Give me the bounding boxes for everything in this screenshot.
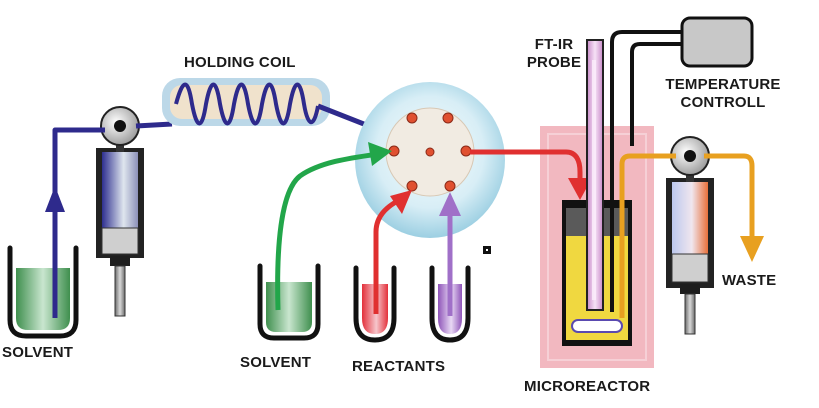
purple-tube-glass bbox=[429, 265, 471, 343]
holding-coil-label: HOLDING COIL bbox=[184, 54, 296, 71]
valve-port-4 bbox=[460, 145, 472, 157]
waste-flow-arrow bbox=[740, 236, 764, 262]
valve-port-2 bbox=[442, 112, 454, 124]
center-solvent-label: SOLVENT bbox=[240, 354, 312, 371]
valve-to-reactor-line bbox=[470, 149, 583, 186]
waste-label: WASTE bbox=[722, 272, 777, 289]
left-pump-inlet-line bbox=[52, 127, 105, 318]
temperature-control-label: TEMPERATURE CONTROLL bbox=[656, 76, 790, 112]
center-beaker-glass bbox=[257, 263, 321, 341]
right-pump-barrel bbox=[672, 182, 708, 254]
holding-coil bbox=[162, 78, 330, 126]
temperature-controller-box bbox=[680, 16, 754, 68]
left-pump-plunger bbox=[114, 265, 126, 317]
left-pump-barrel bbox=[102, 152, 138, 228]
coil-tube bbox=[174, 82, 320, 126]
purple-flow-arrow bbox=[439, 192, 461, 216]
ftir-probe-label-line1: FT-IR bbox=[534, 36, 574, 53]
valve-port-1 bbox=[406, 112, 418, 124]
valve-port-5 bbox=[406, 180, 418, 192]
left-flow-arrow bbox=[45, 186, 65, 212]
ftir-probe-label-line2: PROBE bbox=[526, 54, 582, 71]
right-syringe-pump bbox=[666, 136, 714, 335]
center-solvent-beaker bbox=[257, 263, 321, 341]
left-solvent-beaker bbox=[7, 245, 79, 339]
stir-bar bbox=[571, 319, 623, 333]
solvent-flow-arrow bbox=[368, 142, 392, 166]
reactants-label: REACTANTS bbox=[352, 358, 446, 375]
red-tube-glass bbox=[353, 265, 397, 343]
solvent-to-valve-line bbox=[275, 151, 379, 311]
left-solvent-liquid bbox=[16, 268, 70, 330]
microreactor-label: MICROREACTOR bbox=[524, 378, 651, 395]
left-beaker-glass bbox=[7, 245, 79, 339]
ftir-probe bbox=[586, 39, 604, 311]
ftir-probe-label: FT-IR PROBE bbox=[522, 36, 586, 72]
red-flow-arrow bbox=[390, 190, 412, 214]
pump-to-coil-line bbox=[135, 121, 173, 129]
center-solvent-liquid bbox=[266, 282, 312, 332]
reactor-to-pump-line bbox=[619, 153, 676, 318]
right-pump-plunger bbox=[684, 293, 696, 335]
temperature-label-line2: CONTROLL bbox=[680, 94, 766, 111]
left-solvent-label: SOLVENT bbox=[2, 344, 74, 361]
left-syringe-pump bbox=[96, 106, 144, 317]
temperature-cable-1 bbox=[610, 30, 690, 312]
temperature-cable-2 bbox=[630, 42, 690, 146]
valve-center-port bbox=[425, 147, 435, 157]
valve-port-6 bbox=[444, 180, 456, 192]
temperature-label-line1: TEMPERATURE bbox=[665, 76, 781, 93]
pump-to-waste-line bbox=[704, 153, 755, 236]
